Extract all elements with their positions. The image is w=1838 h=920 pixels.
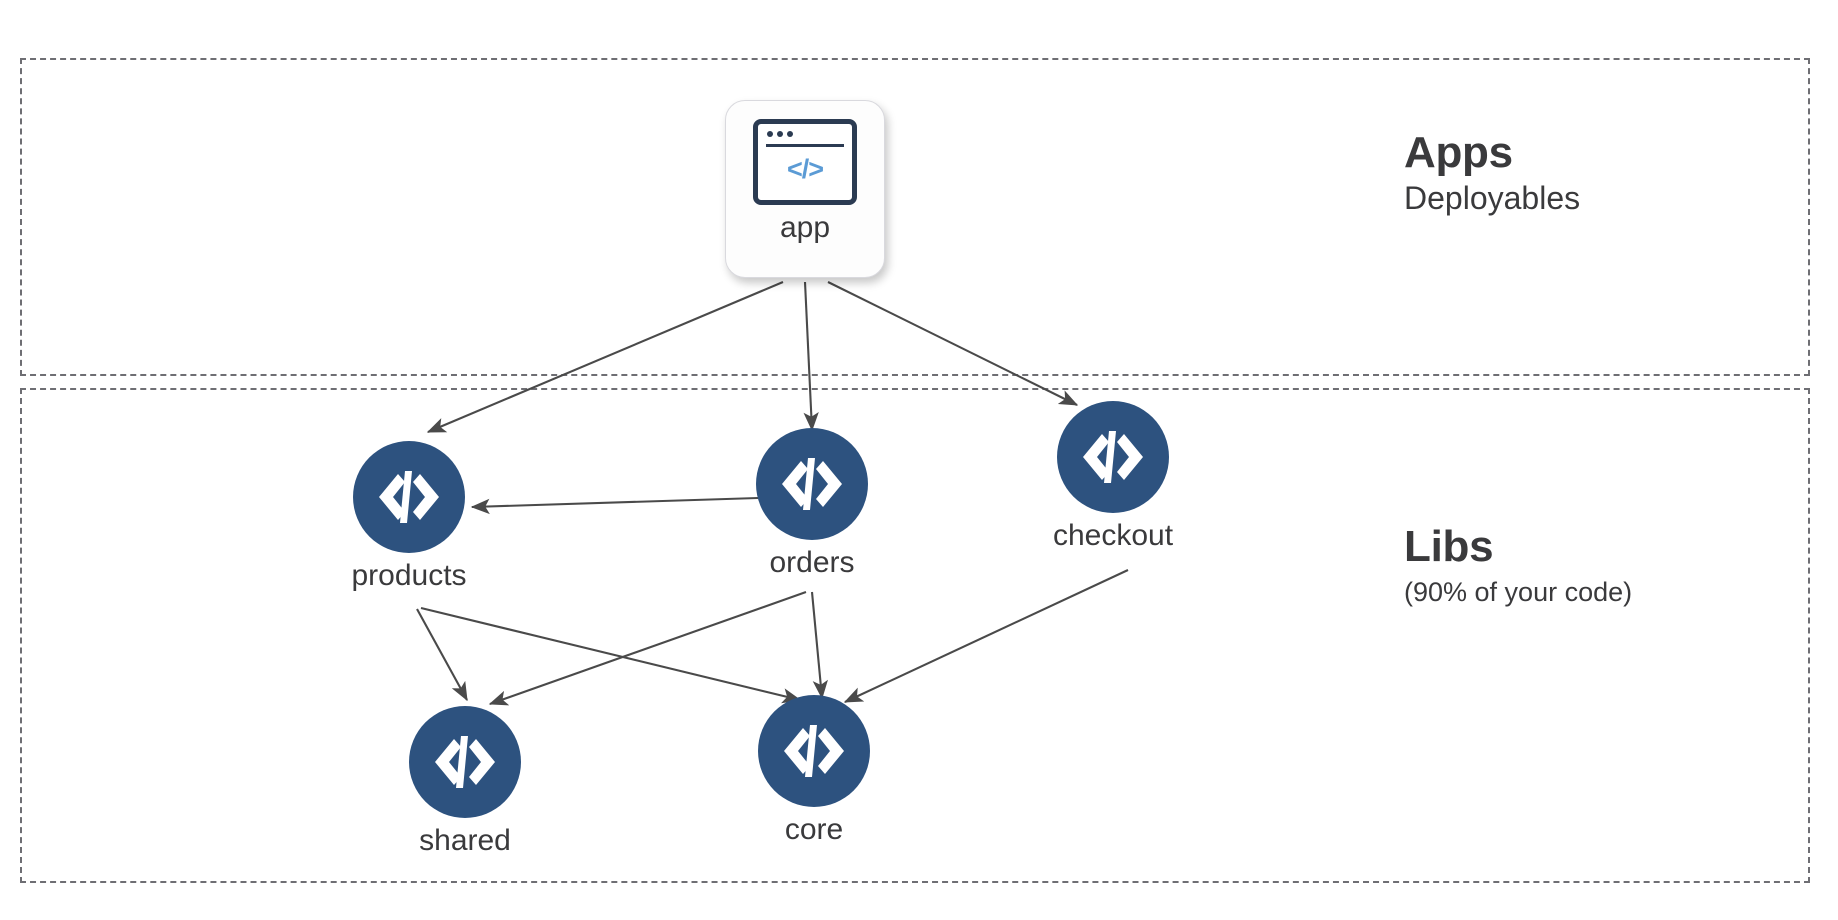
node-orders-circle[interactable] <box>756 428 868 540</box>
node-checkout-label: checkout <box>1052 519 1174 552</box>
node-app-label: app <box>779 211 831 244</box>
zone-libs-subtitle: (90% of your code) <box>1404 577 1633 608</box>
code-brackets-icon <box>1083 431 1143 483</box>
zone-libs-caption: Libs (90% of your code) <box>1404 522 1632 608</box>
node-checkout-circle[interactable] <box>1057 401 1169 513</box>
node-products-label: products <box>351 559 467 592</box>
zone-apps-caption: Apps Deployables <box>1404 128 1580 217</box>
node-core-circle[interactable] <box>758 695 870 807</box>
node-orders-label: orders <box>769 546 855 579</box>
zone-apps-subtitle: Deployables <box>1404 180 1581 217</box>
node-products-circle[interactable] <box>353 441 465 553</box>
code-brackets-glyph: </> <box>786 154 824 184</box>
code-brackets-icon <box>784 725 844 777</box>
browser-window-code-icon: </> <box>753 119 857 205</box>
window-bar-icon <box>766 144 844 147</box>
node-core-label: core <box>784 813 844 846</box>
node-shared-circle[interactable] <box>409 706 521 818</box>
window-dots-icon <box>767 131 793 137</box>
code-brackets-icon <box>782 458 842 510</box>
node-app[interactable]: </> app <box>725 100 885 278</box>
zone-libs-title: Libs <box>1404 522 1494 571</box>
code-brackets-icon <box>379 471 439 523</box>
zone-apps-title: Apps <box>1404 128 1513 177</box>
node-shared-label: shared <box>419 824 511 857</box>
zone-libs <box>20 388 1810 883</box>
code-brackets-icon <box>435 736 495 788</box>
